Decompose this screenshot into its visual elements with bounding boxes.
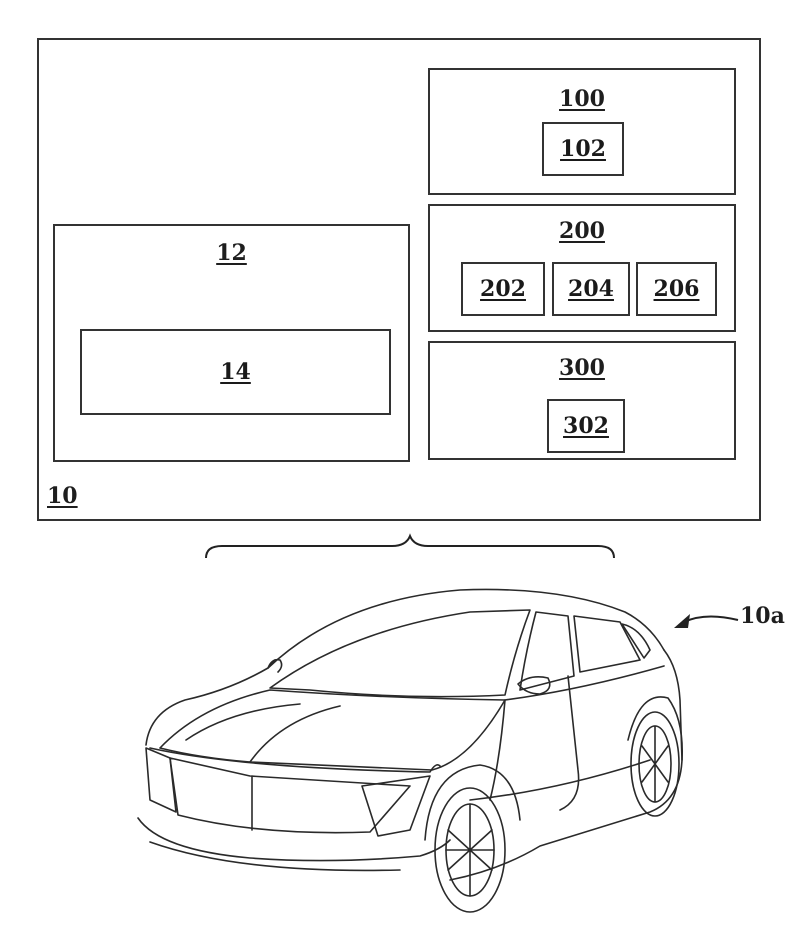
car-side-window-rear bbox=[574, 616, 640, 672]
car-body-outline bbox=[146, 650, 682, 880]
leader-arrow-line bbox=[684, 616, 738, 622]
car-front-wheel-arch bbox=[425, 765, 520, 840]
brace bbox=[206, 536, 614, 558]
car-roof bbox=[268, 589, 664, 668]
car-windshield bbox=[270, 610, 530, 697]
leader-arrow-head bbox=[674, 614, 690, 628]
car-bumper-lower bbox=[150, 842, 400, 870]
car-mirror bbox=[518, 677, 550, 694]
car-hood-crease bbox=[186, 704, 340, 762]
car-bumper bbox=[138, 818, 450, 861]
car-rear-wheel-spokes bbox=[642, 726, 668, 802]
vehicle-label: 10a bbox=[740, 603, 785, 629]
